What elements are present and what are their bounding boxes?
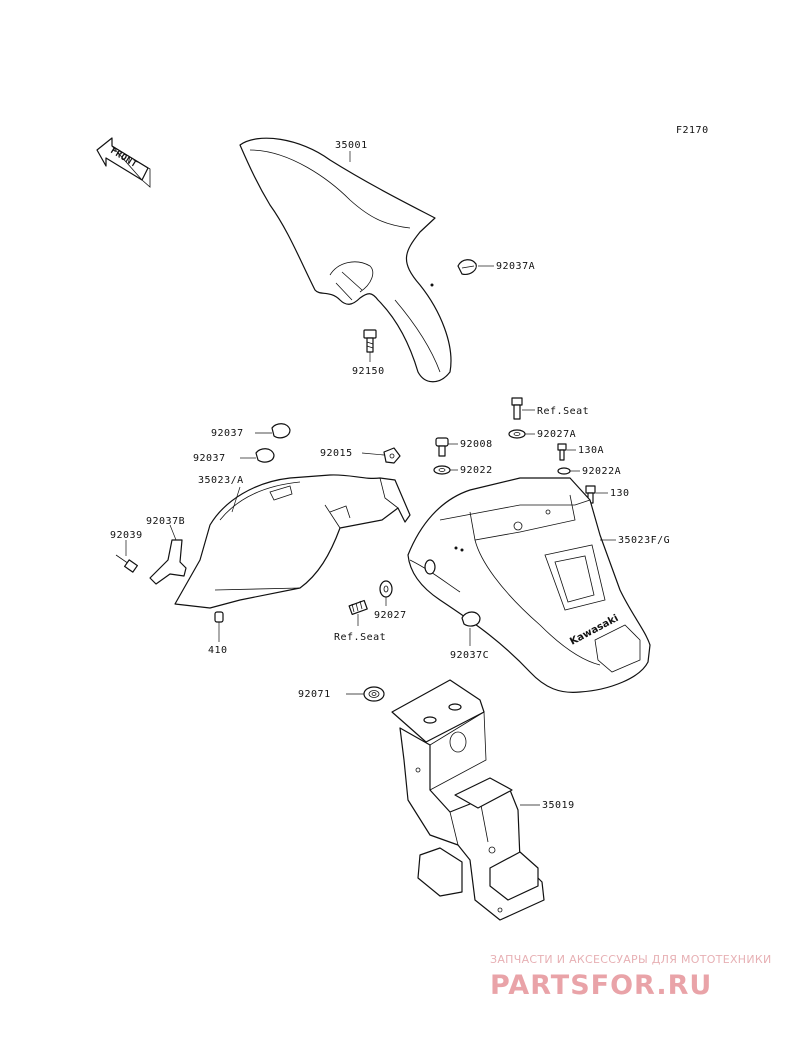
watermark-site: PARTSFOR.RU	[490, 970, 712, 1001]
label-92037-lower: 92037	[193, 453, 226, 464]
pin-92039	[115, 554, 138, 573]
label-130: 130	[610, 488, 630, 499]
label-92022: 92022	[460, 465, 493, 476]
bolt-92008	[435, 437, 449, 457]
washer-92027	[379, 580, 393, 598]
label-410: 410	[208, 645, 228, 656]
label-92037C: 92037C	[450, 650, 489, 661]
label-92022A: 92022A	[582, 466, 621, 477]
clamp-92037A	[457, 259, 477, 275]
label-ref-seat-top: Ref.Seat	[537, 406, 589, 417]
watermark-tagline: ЗАПЧАСТИ И АКСЕССУАРЫ ДЛЯ МОТОТЕХНИКИ	[490, 953, 772, 966]
rear-fender: Kawasaki	[407, 477, 651, 693]
figure-code: F2170	[676, 125, 709, 136]
bolt-130A	[557, 443, 567, 461]
label-35023A: 35023/A	[198, 475, 244, 486]
label-92027: 92027	[374, 610, 407, 621]
bolt-ref-seat-top	[511, 397, 523, 420]
front-fender	[239, 137, 452, 383]
nut-92015	[383, 447, 401, 464]
label-35019: 35019	[542, 800, 575, 811]
clamp-92037C	[461, 611, 481, 627]
front-arrow-icon: FRONT	[96, 137, 151, 188]
part-410	[214, 611, 224, 623]
bolt-92150	[363, 329, 377, 353]
washer-92022A	[557, 467, 571, 475]
label-92037-upper: 92037	[211, 428, 244, 439]
label-92039: 92039	[110, 530, 143, 541]
label-35023FG: 35023F/G	[618, 535, 670, 546]
bracket-92037B	[149, 539, 187, 585]
inner-rear-fender	[174, 474, 411, 609]
grommet-92071	[363, 686, 385, 702]
label-130A: 130A	[578, 445, 604, 456]
washer-92022	[433, 465, 451, 475]
label-35001: 35001	[335, 140, 368, 151]
label-92150: 92150	[352, 366, 385, 377]
washer-92027A	[508, 429, 526, 439]
label-92027A: 92027A	[537, 429, 576, 440]
fender-bracket	[391, 679, 545, 921]
label-ref-seat-mid: Ref.Seat	[334, 632, 386, 643]
bolt-ref-seat-mid	[348, 599, 368, 616]
clamp-92037-lower	[255, 448, 275, 463]
label-92037B: 92037B	[146, 516, 185, 527]
label-92071: 92071	[298, 689, 331, 700]
label-92037A: 92037A	[496, 261, 535, 272]
label-92015: 92015	[320, 448, 353, 459]
label-92008: 92008	[460, 439, 493, 450]
clamp-92037-upper	[271, 423, 291, 439]
